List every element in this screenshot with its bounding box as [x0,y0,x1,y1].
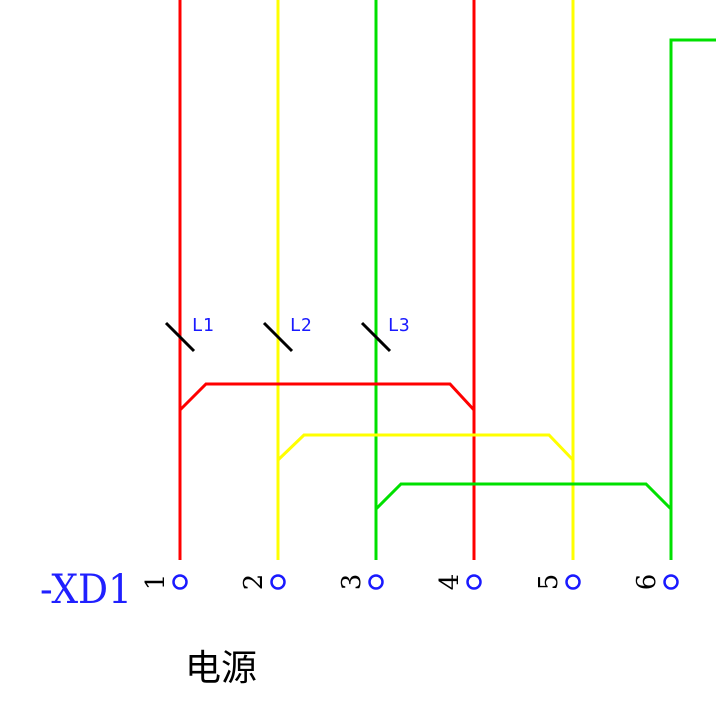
phase-tick-l3 [360,321,392,353]
jumper-yellow-2-5 [276,433,575,462]
terminal-6-icon [663,574,679,590]
terminal-number-3: 3 [337,574,367,591]
terminal-number-6: 6 [632,574,662,591]
terminal-2-icon [270,574,286,590]
phase-tick-l2 [262,321,294,353]
terminal-block-designation: -XD1 [40,567,132,613]
terminal-5-icon [565,574,581,590]
phase-label-l3: L3 [388,315,410,336]
wire-terminal-6 [669,38,716,560]
phase-label-l2: L2 [290,315,312,336]
terminal-3-icon [368,574,384,590]
phase-tick-l1 [164,321,196,353]
terminal-number-5: 5 [534,574,564,591]
terminal-number-4: 4 [435,574,465,591]
phase-label-l1: L1 [192,315,214,336]
terminal-number-1: 1 [141,574,171,591]
jumper-red-1-4 [178,382,476,412]
caption: 电源 [185,648,257,689]
terminal-4-icon [466,574,482,590]
terminal-1-icon [172,574,188,590]
jumper-green-3-6 [374,482,673,511]
terminal-number-2: 2 [239,574,269,591]
